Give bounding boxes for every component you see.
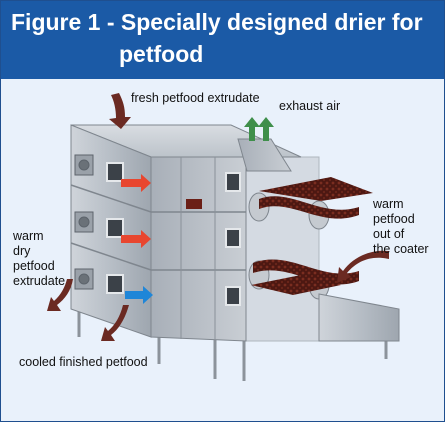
arrow-up-icon [244,117,260,141]
label-warm-dry-line-2: dry [13,244,31,258]
arrow-right-icon [121,174,151,192]
dry-outlet-arrow [47,279,73,311]
label-cooled-finished: cooled finished petfood [19,355,148,369]
label-fresh-extrudate: fresh petfood extrudate [131,91,260,105]
label-warm-dry-line-4: extrudate [13,274,66,288]
label-warm-dry-line-3: petfood [13,259,55,273]
petfood-layers [251,177,373,295]
label-coater-line-2: petfood [373,212,415,226]
cooler-module [318,293,400,342]
drier-illustration [47,93,400,381]
coater-return-arrow [337,250,389,283]
figure-title-line-2: petfood [119,41,204,67]
label-exhaust-air: exhaust air [279,99,341,113]
label-warm-dry-extrudate: warm dry petfood extrudate [13,229,83,289]
label-coater-line-4: the coater [373,242,429,256]
cooled-outlet-arrow [101,305,129,341]
figure-title-line-1: Figure 1 - Specially designed drier for [11,9,423,35]
figure-content: fresh petfood extrudate exhaust air warm… [1,79,444,421]
hot-air-arrows [121,174,151,248]
fan-units [74,154,94,290]
arrow-up-icon [258,117,274,141]
exhaust-arrows [244,117,274,141]
label-coater-output: warm petfood out of the coater [373,197,441,257]
cold-air-arrow [125,286,153,304]
arrow-down-icon [109,93,131,129]
figure-header: Figure 1 - Specially designed drier for … [1,1,444,79]
exhaust-hood [237,138,292,172]
arrow-right-icon [121,230,151,248]
label-warm-dry-line-1: warm [13,229,44,243]
control-panel [186,199,202,209]
label-coater-line-1: warm [373,197,404,211]
label-coater-line-3: out of [373,227,405,241]
